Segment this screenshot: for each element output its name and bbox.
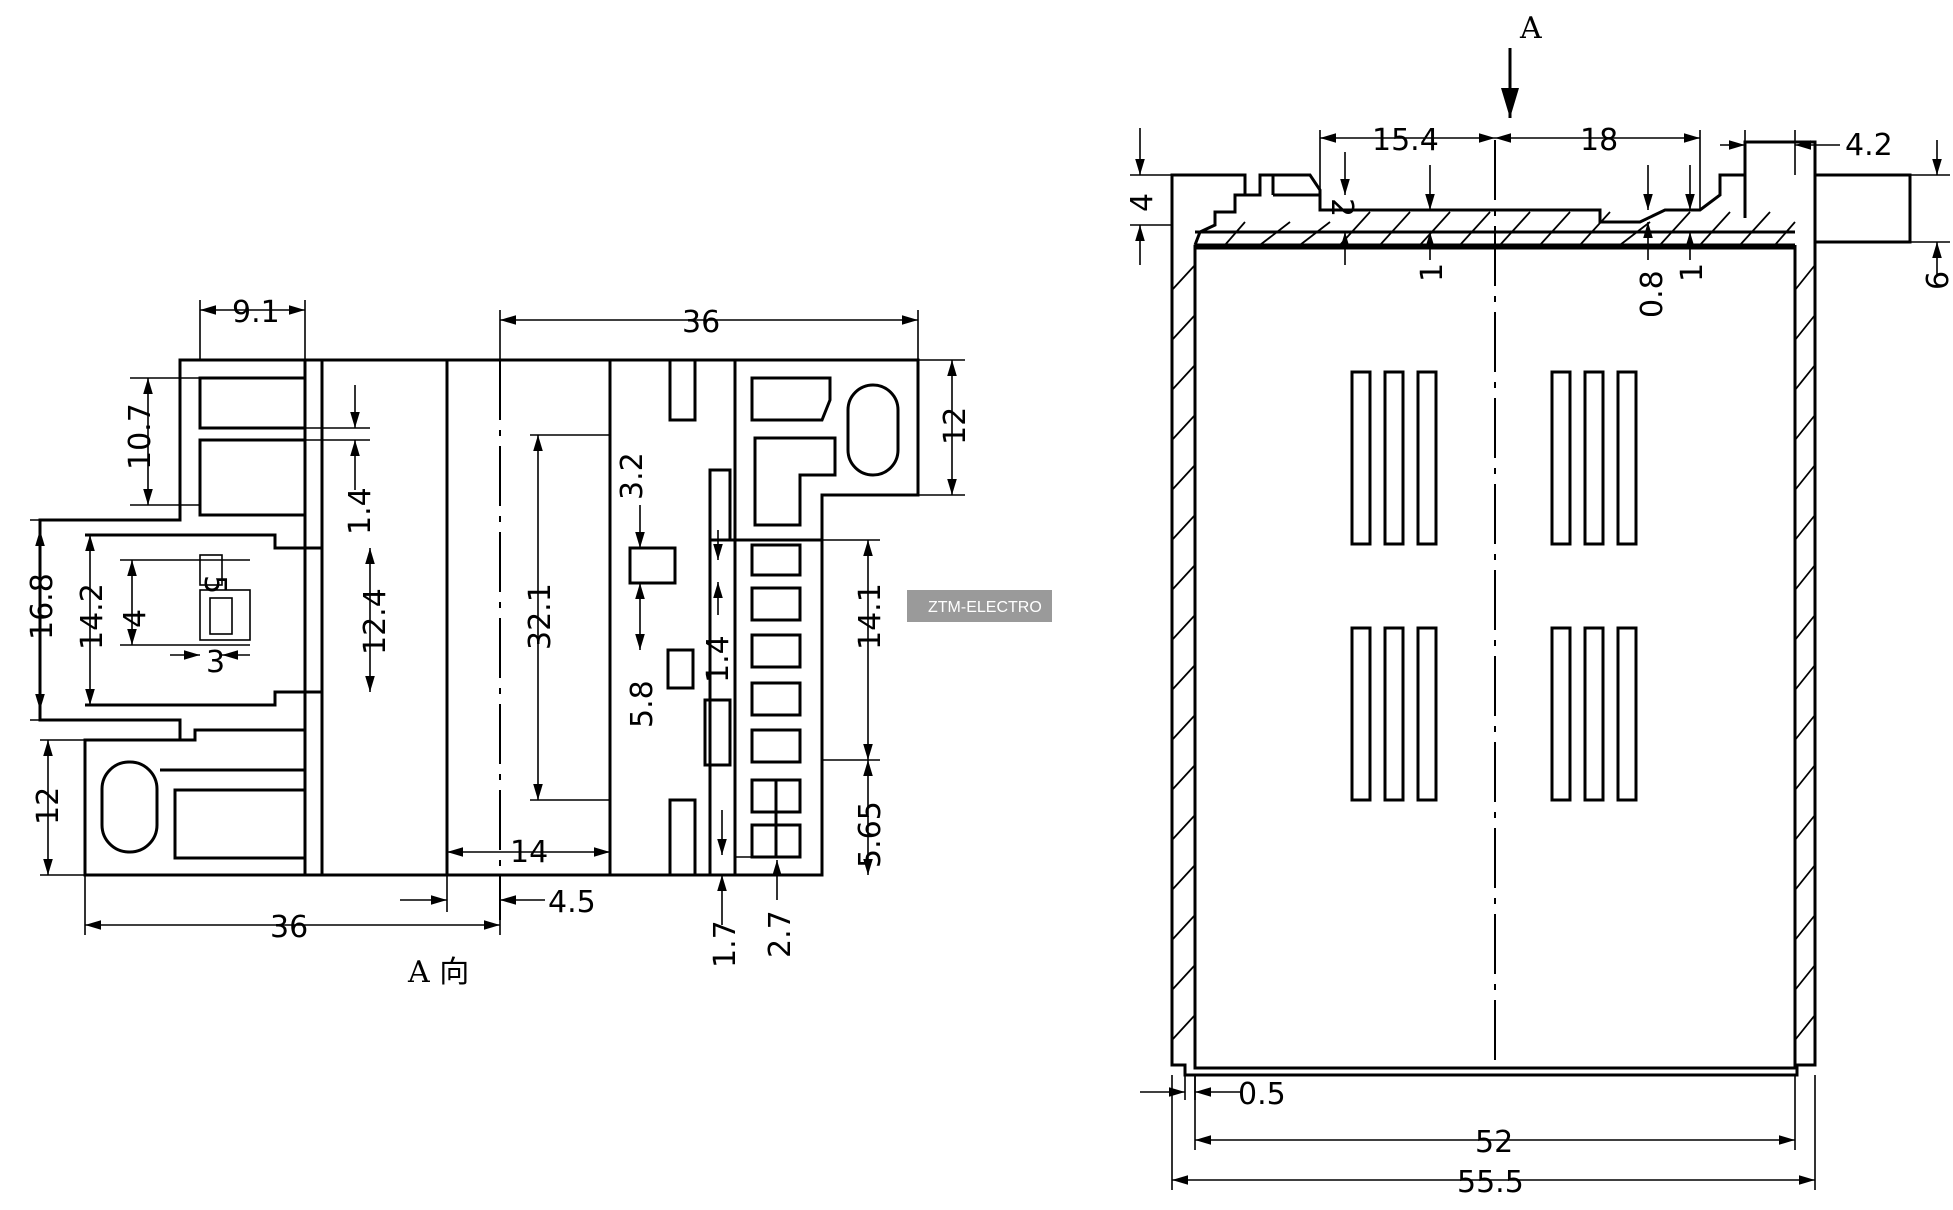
dim-4-left: 4 [118, 609, 153, 628]
mount-oval-right [846, 383, 900, 477]
vent-slot [1616, 626, 1638, 802]
dim-5-65: 5.65 [853, 801, 888, 868]
dim-12-right: 12 [938, 407, 973, 445]
dim-14-2: 14.2 [75, 583, 110, 650]
dim-2-7: 2.7 [763, 910, 798, 958]
vent-slot [1350, 626, 1372, 802]
vent-slot [1550, 370, 1572, 546]
dim-12-left: 12 [31, 787, 66, 825]
dim-3-2: 3.2 [615, 452, 650, 500]
dim-14-1: 14.1 [853, 583, 888, 650]
vent-slot [1383, 626, 1405, 802]
dim-4-2: 4.2 [1845, 128, 1893, 163]
dim-6: 6 [1921, 271, 1953, 290]
dim-16-8: 16.8 [25, 573, 60, 640]
dim-1-7: 1.7 [708, 920, 743, 968]
dim-55-5: 55.5 [1457, 1165, 1524, 1200]
watermark-text: ZTM-ELECTRO [928, 599, 1042, 616]
dim-15-4: 15.4 [1372, 123, 1439, 158]
view-label: A 向 [407, 955, 469, 990]
wall-hatch-left [1171, 264, 1196, 1041]
vent-slot [1416, 626, 1438, 802]
dim-0-5: 0.5 [1238, 1077, 1286, 1112]
top-profile [1170, 140, 1912, 246]
dim-14: 14 [510, 835, 548, 870]
vent-slot [1350, 370, 1372, 546]
mount-oval-left [100, 760, 159, 854]
dim-36-top: 36 [682, 305, 720, 340]
dim-0-8: 0.8 [1635, 270, 1670, 318]
vent-slot [1550, 626, 1572, 802]
dim-4-right: 4 [1125, 193, 1160, 212]
dim-2-right: 2 [1324, 198, 1359, 217]
dim-5-8: 5.8 [625, 680, 660, 728]
dim-1-4-b: 1.4 [701, 635, 736, 683]
vent-slot [1616, 370, 1638, 546]
dim-12-4: 12.4 [358, 588, 393, 655]
side-view-a: 9.1 36 10.7 1.4 16.8 14.2 4 5 3 [25, 295, 973, 990]
dim-36-bottom: 36 [270, 910, 308, 945]
watermark: ZTM-ELECTRO [907, 590, 1052, 622]
dim-5-left: 5 [197, 575, 232, 594]
dim-52: 52 [1475, 1125, 1513, 1160]
vent-slot [1416, 370, 1438, 546]
dim-1-a: 1 [1415, 263, 1450, 282]
top-view: A [1125, 11, 1953, 1200]
dim-1-4-a: 1.4 [343, 487, 378, 535]
dim-3-left: 3 [206, 645, 225, 680]
vent-slot [1383, 370, 1405, 546]
wall-hatch-right [1794, 264, 1816, 1041]
vent-slot [1583, 626, 1605, 802]
dim-1-b: 1 [1675, 263, 1710, 282]
arrow-a-label: A [1519, 11, 1542, 46]
vent-slots [1350, 370, 1638, 802]
dim-4-5: 4.5 [548, 885, 596, 920]
dim-18: 18 [1580, 123, 1618, 158]
dim-9-1: 9.1 [232, 295, 280, 330]
dim-32-1: 32.1 [523, 583, 558, 650]
dim-10-7: 10.7 [123, 403, 158, 470]
top-hatch [1224, 211, 1796, 246]
enclosure-outline [1170, 245, 1817, 1077]
vent-slot [1583, 370, 1605, 546]
